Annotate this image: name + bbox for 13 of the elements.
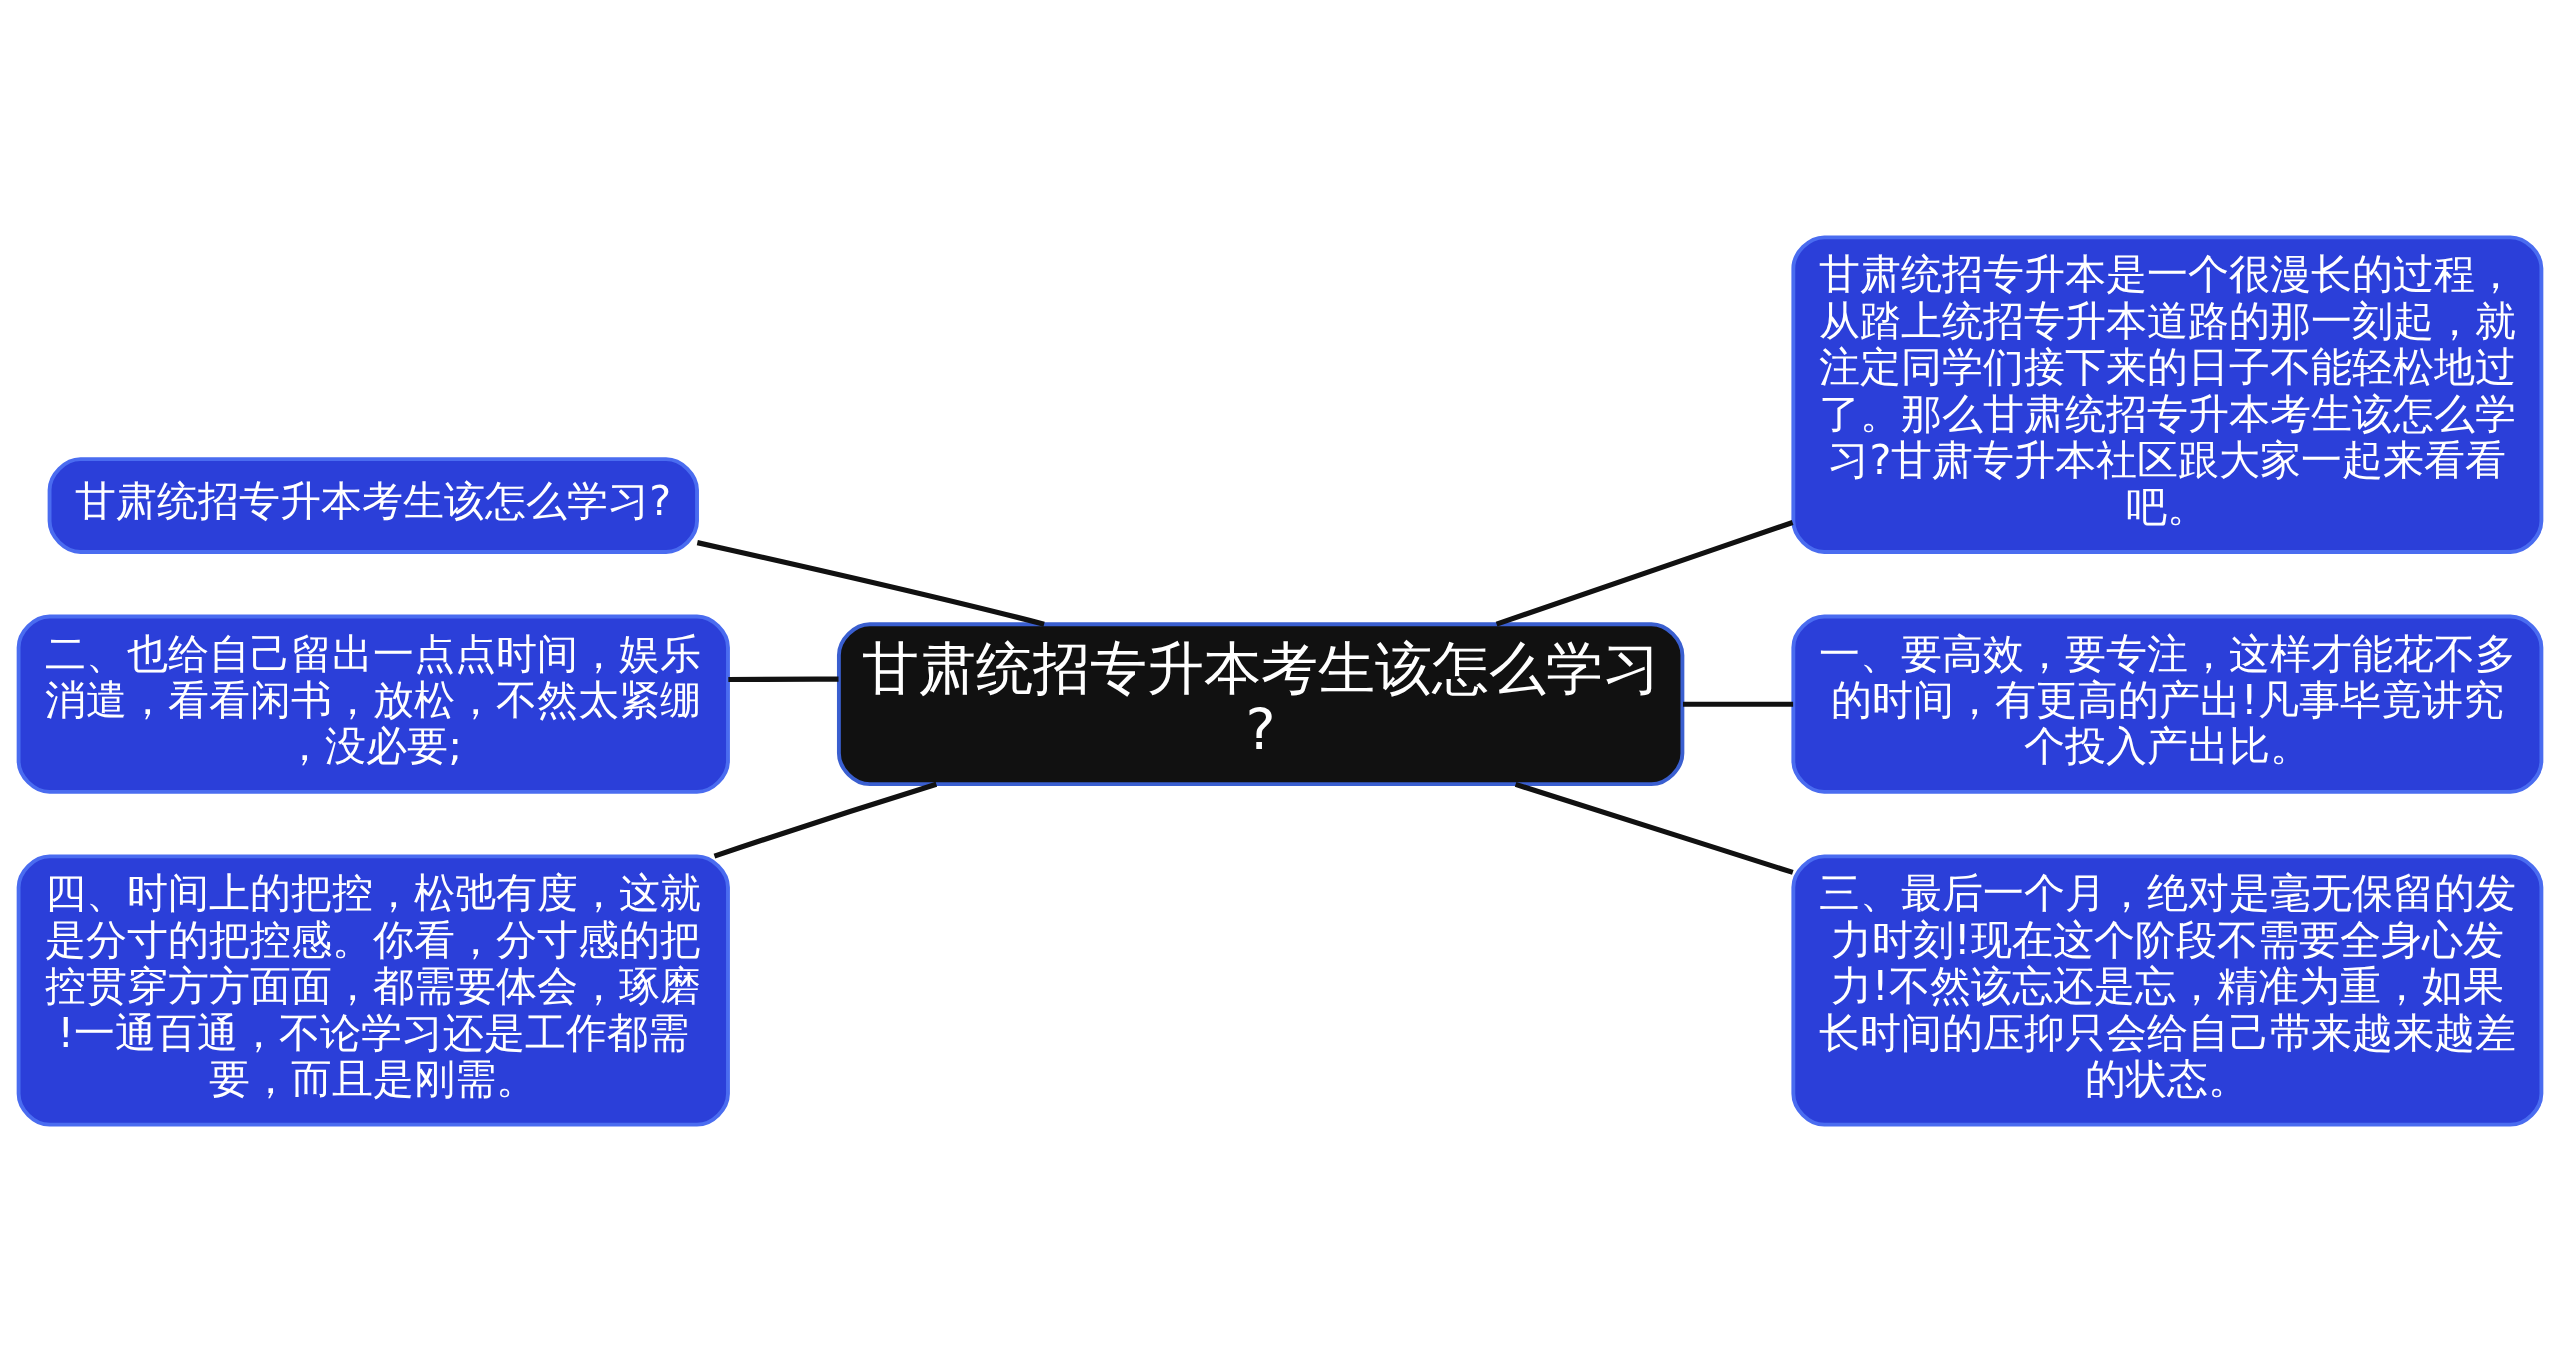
- connector: [1514, 781, 1794, 875]
- node-box: 甘肃统招专升本考生该怎么学习?: [47, 456, 699, 554]
- connector: [696, 539, 1045, 627]
- node-box: 甘肃统招专升本是一个很漫长的过程，从踏上统招专升本道路的那一刻起，就注定同学们接下来的日子不能轻松地过了。那么甘肃统招专升本考生该怎么学习?甘肃专升本社区跟大家一起来看看吧。: [1791, 234, 2544, 554]
- node-box: 四、时间上的把控，松弛有度，这就是分寸的把控感。你看，分寸感的把控贯穿方方面面，都需要体会，琢磨!一通百通，不论学习还是工作都需要，而且是刚需。: [16, 853, 730, 1127]
- connector: [1683, 701, 1794, 707]
- node-box: 甘肃统招专升本考生该怎么学习?: [836, 621, 1685, 786]
- connector: [713, 781, 938, 859]
- node-box: 一、要高效，要专注，这样才能花不多的时间，有更高的产出!凡事毕竟讲究个投入产出比。: [1791, 614, 2544, 794]
- connector: [1495, 519, 1794, 627]
- connector: [728, 675, 839, 682]
- node-box: 三、最后一个月，绝对是毫无保留的发力时刻!现在这个阶段不需要全身心发力!不然该忘还是忘，精准为重，如果长时间的压抑只会给自己带来越来越差的状态。: [1791, 853, 2544, 1127]
- node-box: 二、也给自己留出一点点时间，娱乐消遣，看看闲书，放松，不然太紧绷，没必要;: [16, 614, 730, 794]
